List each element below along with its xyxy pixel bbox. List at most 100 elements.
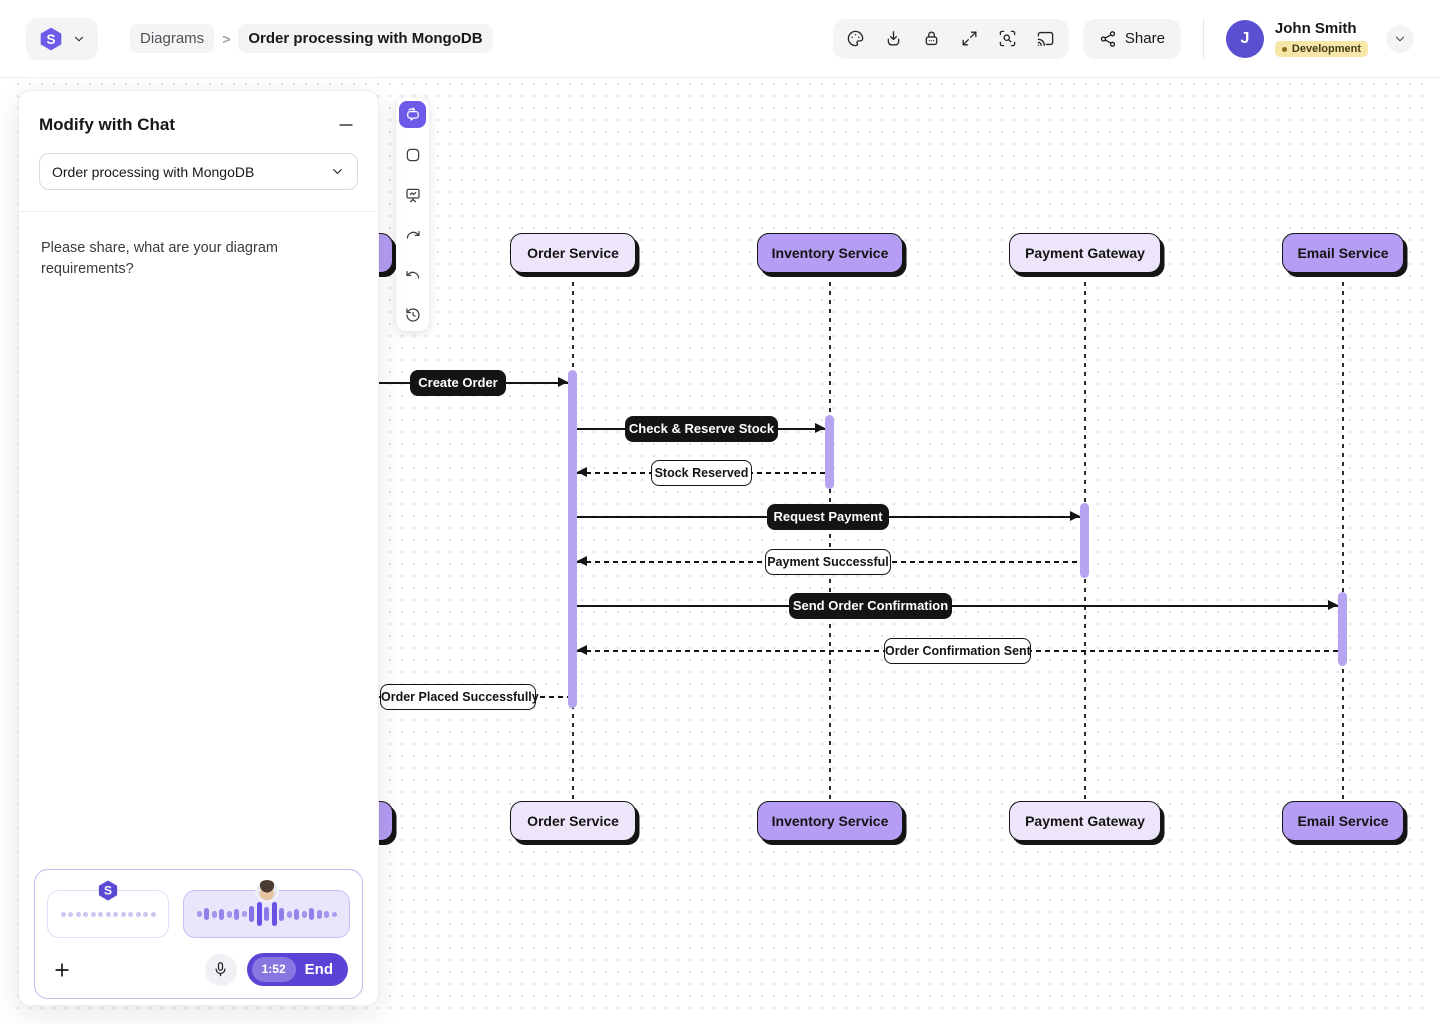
participant-inventory-service-bottom[interactable]: Inventory Service	[757, 801, 903, 841]
message-label-request-payment[interactable]: Request Payment	[767, 504, 889, 530]
participant-label: Inventory Service	[771, 245, 889, 261]
arrowhead-right	[1070, 511, 1080, 521]
message-label-payment-successful[interactable]: Payment Successful	[765, 549, 891, 575]
theme-palette-button[interactable]	[841, 24, 871, 54]
participant-email-service-top[interactable]: Email Service	[1282, 233, 1404, 273]
badge-label: Development	[1291, 43, 1361, 55]
participant-label: Payment Gateway	[1025, 245, 1145, 261]
user-voice-card	[183, 879, 350, 938]
chat-restore-icon	[406, 107, 419, 121]
diagram-select-value: Order processing with MongoDB	[52, 163, 255, 180]
cast-icon	[1038, 31, 1054, 46]
participant-payment-gateway-top[interactable]: Payment Gateway	[1009, 233, 1161, 273]
chevron-down-icon	[1396, 36, 1404, 41]
arrowhead-right	[815, 423, 825, 433]
message-label-order-placed-successfully[interactable]: Order Placed Successfully	[380, 684, 539, 710]
message-line-send-order-confirmation	[577, 605, 1338, 607]
breadcrumb-separator: >	[222, 30, 231, 47]
app-logo-menu[interactable]: S	[26, 17, 98, 60]
breadcrumb: Diagrams > Order processing with MongoDB	[130, 24, 493, 53]
participant-order-service-bottom[interactable]: Order Service	[510, 801, 636, 841]
arrowhead-right	[558, 377, 568, 387]
participant-label: Email Service	[1297, 813, 1389, 829]
participant-inventory-service-top[interactable]: Inventory Service	[757, 233, 903, 273]
participant-order-service-top[interactable]: Order Service	[510, 233, 636, 273]
user-name: John Smith	[1274, 20, 1357, 37]
redo-icon	[406, 230, 420, 239]
badge-dot-icon	[1281, 46, 1287, 52]
plus-icon	[55, 962, 69, 977]
call-timer: 1:52	[251, 957, 296, 982]
workspace-badge: Development	[1274, 41, 1368, 57]
download-icon	[888, 31, 900, 46]
chevron-down-icon	[333, 169, 342, 174]
canvas-actions-group	[832, 18, 1069, 59]
end-call-button[interactable]: 1:52 End	[246, 953, 348, 986]
user-call-avatar	[255, 879, 278, 902]
canvas-toolbar	[396, 98, 429, 331]
svg-text:S: S	[104, 884, 112, 898]
ai-voice-card: S	[47, 880, 169, 938]
user-profile-menu[interactable]: J John Smith Development	[1225, 19, 1368, 58]
tool-modify-with-chat[interactable]	[399, 101, 426, 128]
tool-redo[interactable]	[399, 221, 426, 248]
participant-payment-gateway-bottom[interactable]: Payment Gateway	[1009, 801, 1161, 841]
minimize-panel-button[interactable]	[334, 113, 358, 137]
ai-waveform	[60, 911, 156, 917]
share-button[interactable]: Share	[1082, 18, 1181, 59]
lock-passcode-icon	[926, 31, 938, 46]
diagram-select[interactable]: Order processing with MongoDB	[39, 153, 358, 190]
tool-history[interactable]	[399, 301, 426, 328]
microphone-icon	[215, 962, 226, 977]
expand-icon	[962, 31, 977, 46]
panel-title: Modify with Chat	[39, 115, 175, 134]
modify-with-chat-panel: Modify with Chat Order processing with M…	[18, 90, 379, 1006]
tool-undo[interactable]	[399, 261, 426, 288]
arrowhead-left	[577, 645, 587, 655]
top-bar: S Diagrams > Order processing with Mongo…	[0, 0, 1440, 78]
rounded-square-icon	[406, 148, 419, 161]
user-waveform	[196, 902, 337, 926]
participant-label: Order Service	[527, 813, 619, 829]
share-icon	[1100, 30, 1115, 47]
message-label-order-confirmation-sent[interactable]: Order Confirmation Sent	[884, 638, 1031, 664]
lifeline-inventory-service	[829, 273, 831, 801]
panel-divider	[19, 211, 378, 212]
app-logo-icon: S	[40, 27, 62, 50]
svg-text:S: S	[46, 31, 55, 46]
add-attachment-button[interactable]	[49, 957, 75, 983]
participant-label: Payment Gateway	[1025, 813, 1145, 829]
breadcrumb-current-title[interactable]: Order processing with MongoDB	[238, 24, 493, 53]
hexagon-logo-icon: S	[98, 880, 118, 901]
activation-email-service	[1338, 592, 1347, 666]
microphone-button[interactable]	[204, 953, 237, 986]
message-label-check-reserve-stock[interactable]: Check & Reserve Stock	[625, 416, 778, 442]
expand-button[interactable]	[955, 24, 985, 54]
end-call-label: End	[304, 961, 333, 978]
profile-chevron-button[interactable]	[1386, 24, 1414, 53]
user-avatar: J	[1225, 19, 1264, 58]
message-label-send-order-confirmation[interactable]: Send Order Confirmation	[789, 593, 952, 619]
activation-inventory-service	[825, 415, 834, 489]
lock-button[interactable]	[917, 24, 947, 54]
voice-call-widget: S	[34, 869, 363, 999]
cast-button[interactable]	[1031, 24, 1061, 54]
scan-search-button[interactable]	[993, 24, 1023, 54]
tool-shape[interactable]	[399, 141, 426, 168]
download-button[interactable]	[879, 24, 909, 54]
arrowhead-right	[1328, 600, 1338, 610]
participant-label: Email Service	[1297, 245, 1389, 261]
minus-icon	[339, 124, 353, 126]
assistant-message: Please share, what are your diagram requ…	[41, 240, 278, 277]
arrowhead-left	[577, 556, 587, 566]
chevron-down-icon	[75, 36, 83, 41]
tool-presentation[interactable]	[399, 181, 426, 208]
participant-email-service-bottom[interactable]: Email Service	[1282, 801, 1404, 841]
message-label-stock-reserved[interactable]: Stock Reserved	[651, 460, 752, 486]
message-label-create-order[interactable]: Create Order	[410, 370, 506, 396]
breadcrumb-diagrams[interactable]: Diagrams	[130, 24, 215, 53]
participant-label: Order Service	[527, 245, 619, 261]
scan-search-icon	[1000, 30, 1016, 47]
undo-icon	[405, 270, 419, 279]
